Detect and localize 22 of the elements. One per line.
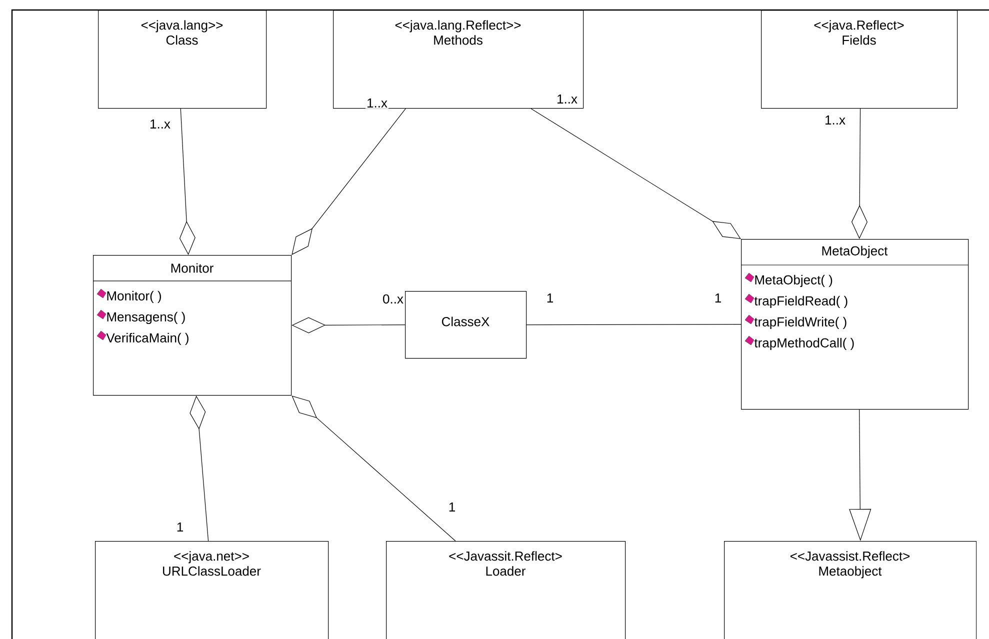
multiplicity-label: 1 xyxy=(713,292,723,304)
class-box: Monitor Monitor( ) Mensagens( ) VerificaMain( ) xyxy=(92,254,292,396)
aggregation-line xyxy=(292,396,456,542)
multiplicity-label: 1..x xyxy=(148,118,172,130)
aggregation-line xyxy=(292,108,406,255)
multiplicity-label: 1 xyxy=(175,522,185,532)
multiplicity-label: 0..x xyxy=(382,293,404,305)
multiplicity-label: 1..x xyxy=(366,98,388,108)
class-box: <<java.lang>> Class xyxy=(98,10,267,109)
multiplicity-label: 1..x xyxy=(824,114,846,126)
multiplicity-label: 1..x xyxy=(556,94,578,104)
class-box: <<java.net>> URLClassLoader xyxy=(95,540,329,639)
aggregation-line xyxy=(530,108,741,239)
class-box: MetaObject MetaObject( ) trapFieldRead( ) trapFieldWrite( ) trapMethodCall( ) xyxy=(740,238,969,410)
class-box: ClasseX xyxy=(405,290,527,359)
class-box: <<Javassist.Reflect> Metaobject xyxy=(724,540,977,639)
class-box: <<Javassit.Reflect> Loader xyxy=(386,540,626,639)
aggregation-line xyxy=(179,108,196,255)
association-line xyxy=(526,324,742,326)
class-box: <<java.Reflect> Fields xyxy=(761,10,958,109)
multiplicity-label: 1 xyxy=(447,502,457,512)
multiplicity-label: 1 xyxy=(545,292,555,304)
